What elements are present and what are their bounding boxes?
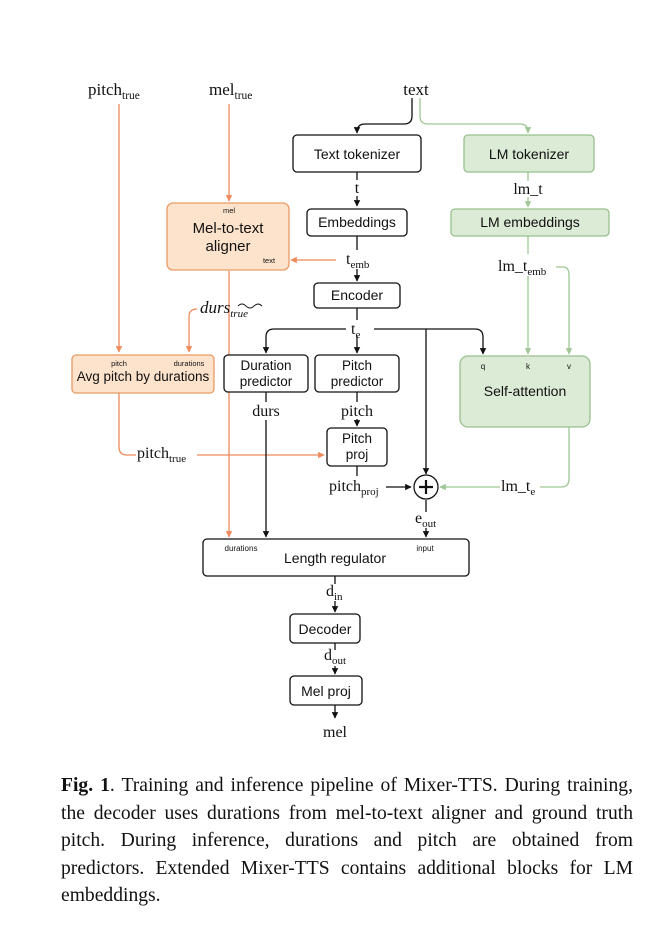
pitch-proj-block: Pitch proj <box>326 427 388 467</box>
figure-caption: Fig. 1. Training and inference pipeline … <box>61 772 633 910</box>
svg-text:Encoder: Encoder <box>331 287 383 303</box>
edge-te-to-durationpredictor <box>262 328 346 354</box>
svg-text:Self-attention: Self-attention <box>484 383 567 399</box>
lm-embeddings-block: LM embeddings <box>450 208 610 237</box>
edge-selfattention-lmte <box>540 427 570 488</box>
black-connectors <box>262 98 487 719</box>
mel-proj-block: Mel proj <box>289 675 363 706</box>
aligner-port-text: text <box>263 256 276 265</box>
text-tokenizer-block: Text tokenizer <box>292 134 422 173</box>
avg-pitch-port-durations: durations <box>174 359 205 368</box>
length-regulator-block: durations input Length regulator <box>202 538 470 577</box>
svg-text:Decoder: Decoder <box>299 621 352 637</box>
svg-text:LM tokenizer: LM tokenizer <box>489 146 569 162</box>
svg-text:LM embeddings: LM embeddings <box>480 214 580 230</box>
svg-text:Mel proj: Mel proj <box>301 683 351 699</box>
decoder-block: Decoder <box>289 613 361 644</box>
self-attention-port-v: v <box>567 362 571 371</box>
signal-mel: mel <box>323 724 348 741</box>
green-connectors <box>419 98 573 491</box>
svg-text:Text tokenizer: Text tokenizer <box>314 146 401 162</box>
orange-connectors <box>115 104 336 538</box>
svg-text:Length regulator: Length regulator <box>284 550 386 566</box>
svg-text:Pitch: Pitch <box>342 358 372 373</box>
tilde-mark <box>237 303 263 309</box>
svg-text:Mel-to-text: Mel-to-text <box>193 220 265 237</box>
svg-text:proj: proj <box>346 447 369 462</box>
signal-pitch-proj: pitchproj <box>329 478 379 498</box>
caption-label: Fig. 1 <box>61 775 110 796</box>
signal-lm-t-emb: lm_temb <box>498 258 547 278</box>
encoder-block: Encoder <box>313 282 401 309</box>
pipeline-diagram: pitchtrue meltrue text Text tokenizer LM… <box>71 80 610 741</box>
avg-pitch-port-pitch: pitch <box>111 359 127 368</box>
embeddings-block: Embeddings <box>306 208 408 237</box>
svg-text:Avg pitch by durations: Avg pitch by durations <box>77 369 210 384</box>
svg-text:predictor: predictor <box>240 374 293 389</box>
aligner-block: mel Mel-to-text aligner text <box>166 202 290 271</box>
edge-text-to-texttokenizer <box>353 98 413 134</box>
edge-avgpitch-pitchtrue <box>118 393 136 456</box>
svg-text:Duration: Duration <box>240 358 291 373</box>
signal-lm-t-e: lm_te <box>501 478 535 498</box>
svg-text:Embeddings: Embeddings <box>318 214 396 230</box>
signal-d-out: dout <box>324 647 346 667</box>
duration-predictor-block: Duration predictor <box>223 354 309 393</box>
length-regulator-port-durations: durations <box>225 544 258 553</box>
svg-text:predictor: predictor <box>331 374 384 389</box>
signal-d-in: din <box>326 583 343 603</box>
signal-pitch: pitch <box>341 403 373 420</box>
caption-text: . Training and inference pipeline of Mix… <box>61 775 633 906</box>
signal-pitch-true: pitchtrue <box>137 445 186 465</box>
svg-text:Pitch: Pitch <box>342 431 372 446</box>
signal-e-out: eout <box>415 510 436 530</box>
svg-text:durstrue: durstrue <box>200 298 248 320</box>
signal-lm-t: lm_t <box>513 181 543 198</box>
svg-text:aligner: aligner <box>205 238 250 255</box>
signal-durs-true: durstrue <box>200 298 263 320</box>
self-attention-port-q: q <box>481 362 485 371</box>
self-attention-block: q k v Self-attention <box>459 355 591 428</box>
edge-durs-to-avgpitch <box>185 308 198 353</box>
plus-node <box>413 474 439 500</box>
self-attention-port-k: k <box>526 362 531 371</box>
length-regulator-port-input: input <box>416 544 434 553</box>
input-pitch-true: pitchtrue <box>88 80 140 102</box>
edge-text-to-lmtokenizer <box>419 98 532 134</box>
input-mel-true: meltrue <box>209 80 252 102</box>
signal-t-e: te <box>351 321 360 341</box>
avg-pitch-block: pitch durations Avg pitch by durations <box>71 354 215 394</box>
input-text: text <box>403 80 429 99</box>
lm-tokenizer-block: LM tokenizer <box>463 134 595 173</box>
pitch-predictor-block: Pitch predictor <box>314 354 400 393</box>
aligner-port-mel: mel <box>223 206 235 215</box>
plus-icon <box>419 480 433 494</box>
signal-durs: durs <box>252 403 280 420</box>
edge-lmtemb-to-v <box>556 266 573 355</box>
signal-t-emb: temb <box>346 251 370 271</box>
signal-t: t <box>355 180 360 197</box>
edge-te-to-q <box>374 328 487 355</box>
